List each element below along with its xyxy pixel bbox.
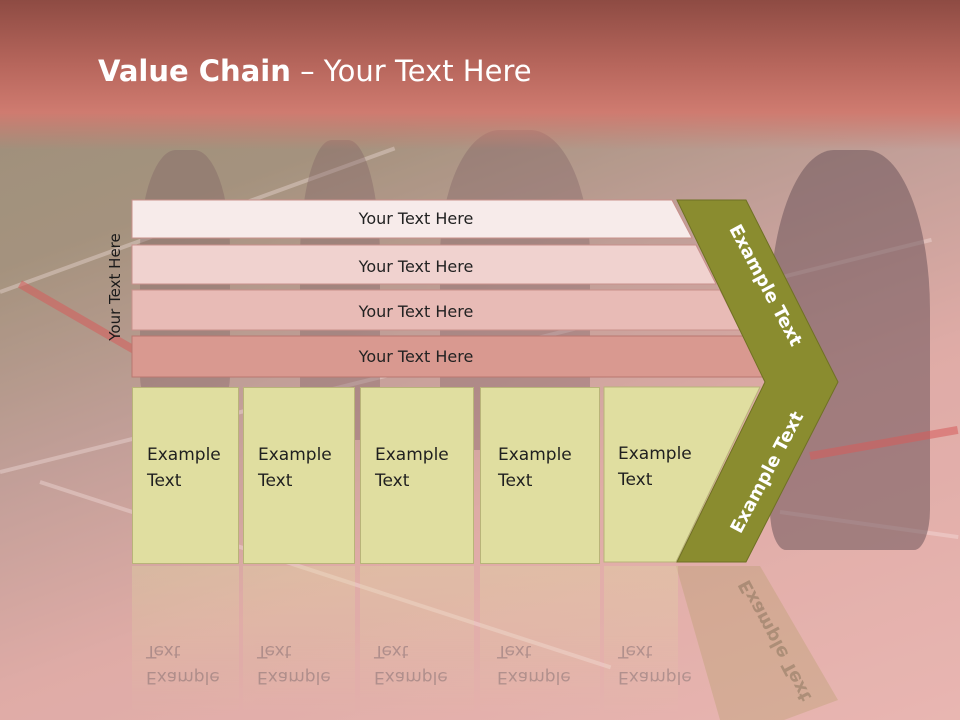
box-line: Text [498, 471, 533, 491]
box-line: Text [258, 471, 293, 491]
box-line: Example [375, 445, 449, 465]
chevron-reflection [676, 566, 838, 720]
reflection-text: Example Text [146, 638, 236, 690]
chevron-shape [676, 199, 839, 563]
box-line: Text [497, 641, 532, 661]
box-line: Example [618, 444, 692, 464]
box-reflection: Example Text [480, 566, 600, 716]
box-line: Example [146, 667, 220, 687]
box-line: Example [497, 667, 571, 687]
row-label-1: Your Text Here [358, 209, 474, 228]
row-label-4: Your Text Here [358, 347, 474, 366]
box-shape-5 [603, 386, 761, 563]
box-line: Example [618, 667, 692, 687]
row-shape-2 [131, 244, 717, 285]
reflection-text: Example Text [497, 638, 587, 690]
box-line: Example [498, 445, 572, 465]
reflection-text: Example Text [257, 638, 347, 690]
box-line: Text [618, 470, 653, 490]
box-line: Text [618, 641, 653, 661]
box-reflection: Example Text [604, 566, 692, 716]
box-line: Example [147, 445, 221, 465]
box-line: Example [257, 667, 331, 687]
reflection-text: Example Text [374, 638, 464, 690]
box-line: Example [374, 667, 448, 687]
box-line: Example [258, 445, 332, 465]
box-line: Text [257, 641, 292, 661]
box-line: Text [146, 641, 181, 661]
slide-title: Value Chain – Your Text Here [98, 54, 532, 88]
title-band [0, 0, 960, 150]
reflection-text: Example Text [618, 638, 708, 690]
row-label-3: Your Text Here [358, 302, 474, 321]
row-shape-1 [131, 199, 693, 239]
box-reflection: Example Text [243, 566, 355, 716]
title-rest: – Your Text Here [290, 54, 532, 88]
box-line: Text [374, 641, 409, 661]
box-reflection: Example Text [132, 566, 239, 716]
box-reflection: Example Text [360, 566, 474, 716]
title-bold: Value Chain [98, 54, 291, 88]
box-line: Text [147, 471, 182, 491]
row-label-2: Your Text Here [358, 257, 474, 276]
box-line: Text [375, 471, 410, 491]
